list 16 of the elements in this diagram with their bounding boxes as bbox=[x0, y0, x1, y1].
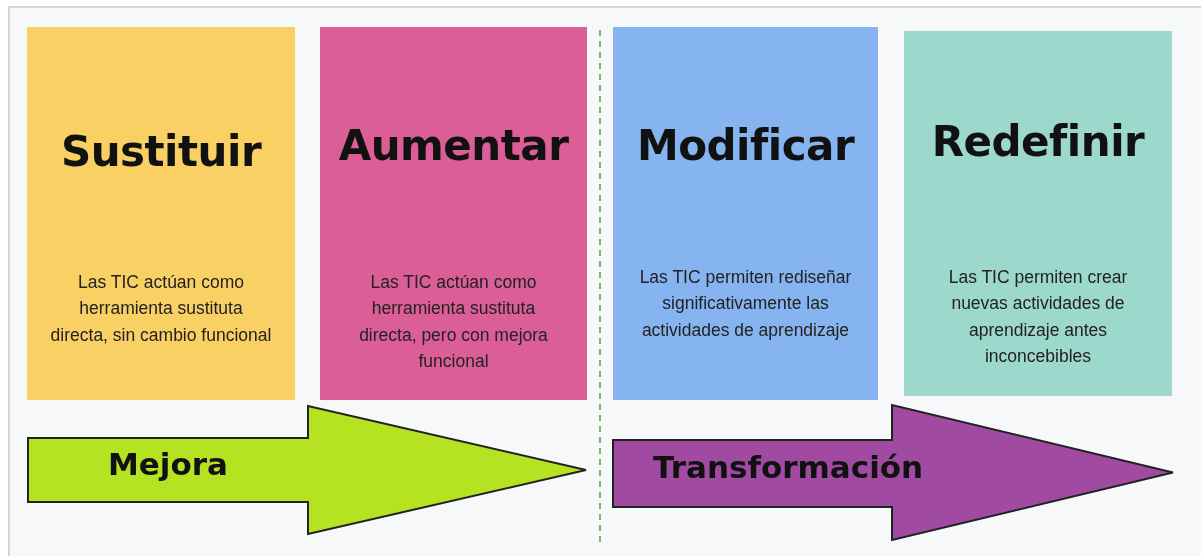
phase-label: Mejora bbox=[108, 446, 228, 482]
stage-description: Las TIC permiten rediseñar significativamente las actividades de aprendizaje bbox=[638, 266, 853, 342]
stage-description: Las TIC actúan como herramienta sustituta directa, sin cambio funcional bbox=[49, 271, 273, 347]
stage-title: Modificar bbox=[635, 121, 856, 170]
stage-card bbox=[613, 27, 878, 400]
stage-description: Las TIC permiten crear nuevas actividades de aprendizaje antes inconcebibles bbox=[947, 266, 1129, 368]
stage-title: Redefinir bbox=[930, 117, 1146, 166]
block-arrow bbox=[613, 405, 1173, 540]
phase-label: Transformación bbox=[653, 449, 924, 485]
stage-title: Aumentar bbox=[337, 121, 570, 170]
stage-description: Las TIC actúan como herramienta sustituta directa, pero con mejora funcional bbox=[358, 271, 549, 373]
block-arrow bbox=[28, 406, 586, 534]
stage-card bbox=[320, 27, 587, 400]
stage-card bbox=[27, 27, 295, 400]
stage-title: Sustituir bbox=[59, 127, 263, 176]
stage-card bbox=[904, 31, 1172, 396]
